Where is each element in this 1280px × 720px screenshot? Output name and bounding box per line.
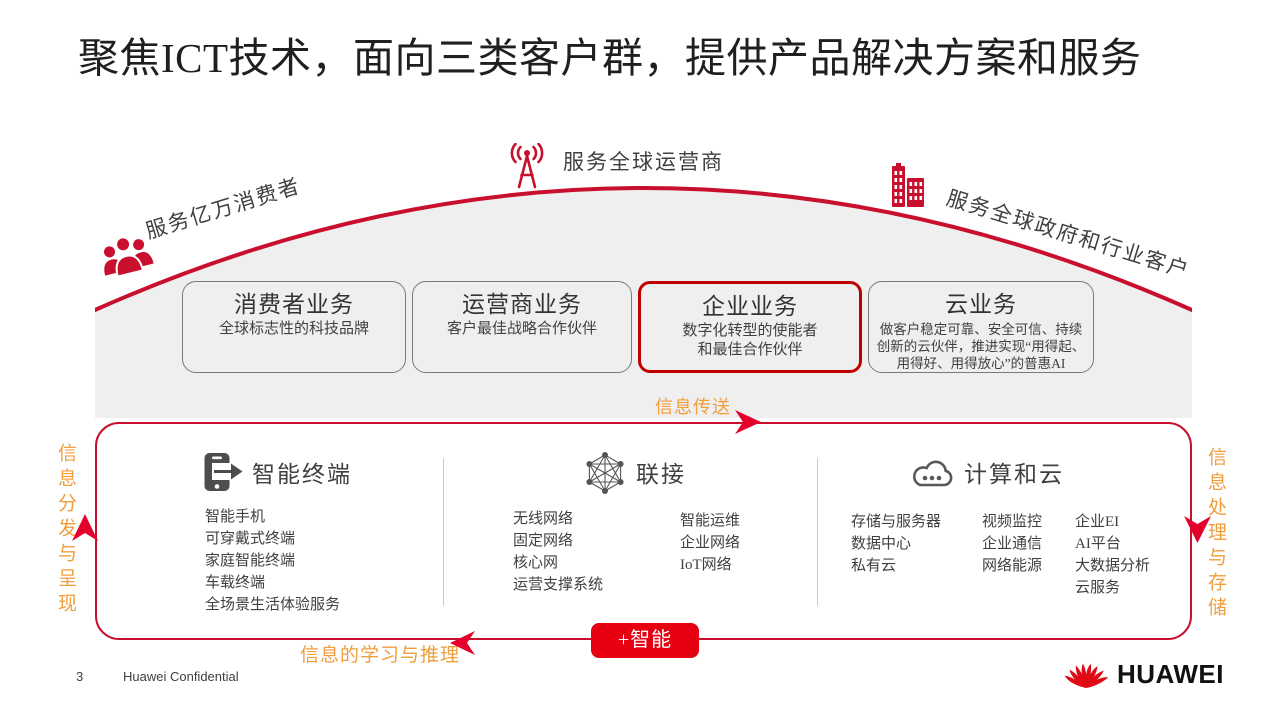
- business-box-desc: 数字化转型的使能者 和最佳合作伙伴: [682, 323, 818, 358]
- panel-divider: [817, 458, 818, 606]
- business-box-title: 企业业务: [702, 294, 798, 319]
- business-box-desc: 客户最佳战略合作伙伴: [446, 321, 597, 337]
- business-box-title: 消费者业务: [234, 292, 354, 317]
- business-box-cloud: 云业务 做客户稳定可靠、安全可信、持续创新的云伙伴，推进实现“用得起、用得好、用…: [868, 281, 1094, 373]
- plus-intelligence-badge: +智能: [591, 623, 699, 658]
- huawei-logo-text: HUAWEI: [1117, 658, 1224, 689]
- huawei-logo-flower: [1064, 663, 1109, 688]
- connectivity-item-list: 智能运维 企业网络 IoT网络: [680, 510, 740, 576]
- cloud-item-list: 视频监控 企业通信 网络能源: [982, 511, 1042, 577]
- label-serve-carriers: 服务全球运营商: [563, 150, 724, 174]
- buildings-icon: [892, 163, 924, 207]
- list-item: 企业网络: [680, 535, 741, 551]
- list-item: 运营支撑系统: [513, 577, 604, 593]
- device-item-list: 智能手机 可穿戴式终端 家庭智能终端 车载终端 全场景生活体验服务: [205, 506, 340, 616]
- list-item: 核心网: [513, 555, 559, 571]
- page-number: 3: [76, 669, 84, 684]
- list-item: 车载终端: [205, 575, 266, 591]
- list-item: 全场景生活体验服务: [205, 597, 341, 613]
- panel-divider: [443, 458, 444, 606]
- huawei-logo: HUAWEI: [1063, 656, 1224, 692]
- label-information-distribution: 信息分发与呈现: [55, 443, 76, 618]
- people-group-icon: [104, 236, 154, 278]
- list-item: 视频监控: [982, 514, 1043, 530]
- cloud-icon: [913, 460, 953, 487]
- section-title-computing-cloud: 计算和云: [964, 462, 1064, 487]
- label-information-processing: 信息处理与存储: [1205, 447, 1226, 622]
- list-item: 企业通信: [982, 536, 1043, 552]
- business-box-title: 云业务: [945, 292, 1017, 317]
- business-box-consumer: 消费者业务 全球标志性的科技品牌: [182, 281, 406, 373]
- business-box-enterprise-highlighted: 企业业务 数字化转型的使能者 和最佳合作伙伴: [638, 281, 862, 373]
- cloud-item-list: 企业EI AI平台 大数据分析 云服务: [1075, 511, 1150, 599]
- cloud-item-list: 存储与服务器 数据中心 私有云: [851, 511, 941, 577]
- list-item: IoT网络: [680, 557, 732, 573]
- list-item: 家庭智能终端: [205, 553, 296, 569]
- arrow-down-icon: [1184, 516, 1211, 543]
- business-box-desc: 做客户稳定可靠、安全可信、持续创新的云伙伴，推进实现“用得起、用得好、用得放心”…: [876, 322, 1086, 371]
- label-information-transfer: 信息传送: [655, 397, 731, 417]
- antenna-icon: [510, 143, 544, 189]
- list-item: 云服务: [1075, 580, 1121, 596]
- list-item: 大数据分析: [1075, 558, 1151, 574]
- list-item: 智能手机: [205, 509, 266, 525]
- list-item: 私有云: [851, 558, 897, 574]
- smartphone-arrow-icon: [204, 453, 245, 491]
- arrow-up-icon: [72, 514, 98, 541]
- product-panel: [95, 422, 1192, 640]
- label-information-learning: 信息的学习与推理: [300, 645, 461, 666]
- business-box-desc: 全球标志性的科技品牌: [218, 321, 369, 337]
- list-item: 智能运维: [680, 513, 741, 529]
- connectivity-item-list: 无线网络 固定网络 核心网 运营支撑系统: [513, 508, 603, 596]
- section-title-devices: 智能终端: [252, 462, 352, 487]
- list-item: 存储与服务器: [851, 514, 942, 530]
- arrow-right-icon: [735, 410, 761, 434]
- confidential-label: Huawei Confidential: [123, 669, 239, 684]
- list-item: 企业EI: [1075, 514, 1120, 530]
- network-mesh-icon: [586, 452, 624, 494]
- list-item: 数据中心: [851, 536, 912, 552]
- slide-title: 聚焦ICT技术，面向三类客户群，提供产品解决方案和服务: [78, 35, 1142, 81]
- business-box-title: 运营商业务: [462, 292, 582, 317]
- section-title-connectivity: 联接: [636, 462, 686, 487]
- list-item: 固定网络: [513, 533, 574, 549]
- list-item: 无线网络: [513, 511, 574, 527]
- list-item: 可穿戴式终端: [205, 531, 296, 547]
- business-box-carrier: 运营商业务 客户最佳战略合作伙伴: [412, 281, 632, 373]
- arrow-left-icon: [450, 631, 475, 655]
- list-item: AI平台: [1075, 536, 1121, 552]
- list-item: 网络能源: [982, 558, 1043, 574]
